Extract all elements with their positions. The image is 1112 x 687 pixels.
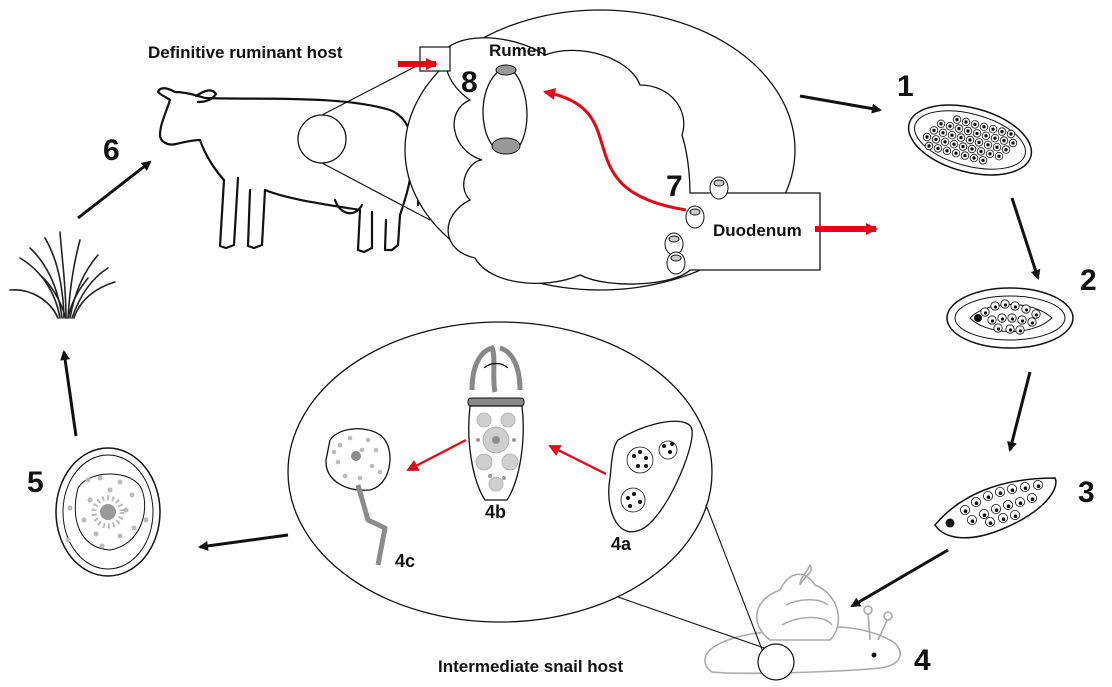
stage-label-4c: 4c (395, 551, 415, 571)
stage-number-3: 3 (1078, 476, 1095, 509)
stage-number-8: 8 (461, 66, 478, 99)
label-intermediate-host: Intermediate snail host (438, 657, 623, 676)
redia-4b (468, 348, 524, 500)
metacercaria-5 (56, 448, 160, 576)
stage-number-2: 2 (1080, 264, 1097, 297)
stage-number-4: 4 (914, 644, 931, 677)
stage-label-4a: 4a (611, 534, 632, 554)
stage-label-4b: 4b (485, 502, 506, 522)
stage-number-1: 1 (897, 70, 914, 103)
miracidium-stage-3 (935, 478, 1056, 538)
arrow-8-to-1 (800, 96, 880, 110)
stage-number-6: 6 (103, 134, 120, 167)
arrow-1-to-2 (1012, 198, 1038, 278)
stage-number-7: 7 (666, 170, 683, 203)
cow-illustration (158, 88, 419, 252)
grass-illustration (10, 232, 115, 318)
label-definitive-host: Definitive ruminant host (148, 43, 343, 62)
label-rumen: Rumen (489, 41, 547, 60)
arrow-grass-to-cow (78, 162, 150, 218)
arrow-5-to-grass (64, 352, 76, 436)
arrow-4-to-5 (200, 535, 288, 547)
snail-zoom-source (758, 644, 794, 680)
label-duodenum: Duodenum (713, 221, 802, 240)
zoom-source-circle (298, 115, 346, 163)
egg-stage-1 (901, 93, 1039, 187)
arrow-2-to-3 (1010, 372, 1030, 450)
egg-stage-2 (947, 288, 1073, 348)
arrow-3-to-4 (852, 550, 948, 606)
snail-illustration (705, 565, 900, 673)
snail-zoom-panel (288, 322, 794, 680)
esophagus-entry (420, 47, 450, 71)
stage-number-5: 5 (27, 466, 44, 499)
